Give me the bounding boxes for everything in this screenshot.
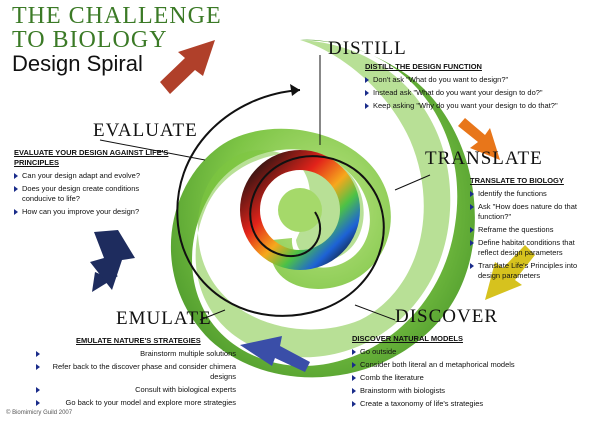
title-line-3: Design Spiral bbox=[12, 52, 143, 76]
emulate-item: Go back to your model and explore more s… bbox=[36, 398, 236, 408]
stage-distill: DISTILL bbox=[328, 38, 407, 60]
title-line-2: TO BIOLOGY bbox=[12, 28, 168, 52]
discover-item: Brainstorm with biologists bbox=[352, 386, 572, 396]
discover-heading: Discover natural models bbox=[352, 334, 572, 344]
credit: © Biomimicry Guild 2007 bbox=[6, 410, 72, 416]
distill-item: Keep asking "Why do you want your design… bbox=[365, 101, 590, 111]
title-line-1: THE CHALLENGE bbox=[12, 4, 222, 28]
emulate-item: Refer back to the discover phase and con… bbox=[36, 362, 236, 382]
discover-block: Discover natural models Go outside Consi… bbox=[352, 334, 572, 412]
evaluate-heading: Evaluate your design against Life's Prin… bbox=[14, 148, 174, 168]
emulate-item: Consult with biological experts bbox=[36, 385, 236, 395]
stage-discover: DISCOVER bbox=[395, 306, 498, 328]
translate-item: Translate Life's Principles into design … bbox=[470, 261, 595, 281]
translate-item: Ask "How does nature do that function?" bbox=[470, 202, 595, 222]
distill-heading: Distill the design function bbox=[365, 62, 590, 72]
translate-item: Define habitat conditions that reflect d… bbox=[470, 238, 595, 258]
translate-block: Translate to biology Identify the functi… bbox=[470, 176, 595, 284]
translate-item: Identify the functions bbox=[470, 189, 595, 199]
discover-item: Go outside bbox=[352, 347, 572, 357]
distill-block: Distill the design function Don't ask "W… bbox=[365, 62, 590, 114]
stage-emulate: EMULATE bbox=[116, 308, 212, 330]
emulate-block: Emulate nature's strategies Brainstorm m… bbox=[36, 336, 236, 411]
evaluate-item: How can you improve your design? bbox=[14, 207, 174, 217]
emulate-item: Brainstorm multiple solutions bbox=[36, 349, 236, 359]
discover-item: Comb the literature bbox=[352, 373, 572, 383]
evaluate-item: Does your design create conditions condu… bbox=[14, 184, 174, 204]
stage-translate: TRANSLATE bbox=[425, 148, 543, 170]
distill-item: Instead ask "What do you want your desig… bbox=[365, 88, 590, 98]
discover-item: Consider both literal an d metaphorical … bbox=[352, 360, 572, 370]
translate-item: Reframe the questions bbox=[470, 225, 595, 235]
translate-heading: Translate to biology bbox=[470, 176, 595, 186]
evaluate-block: Evaluate your design against Life's Prin… bbox=[14, 148, 174, 220]
emulate-heading: Emulate nature's strategies bbox=[76, 336, 236, 346]
arrow-evaluate-to-distill bbox=[160, 40, 215, 94]
discover-item: Create a taxonomy of life's strategies bbox=[352, 399, 572, 409]
evaluate-item: Can your design adapt and evolve? bbox=[14, 171, 174, 181]
distill-item: Don't ask "What do you want to design?" bbox=[365, 75, 590, 85]
stage-evaluate: EVALUATE bbox=[93, 120, 198, 142]
